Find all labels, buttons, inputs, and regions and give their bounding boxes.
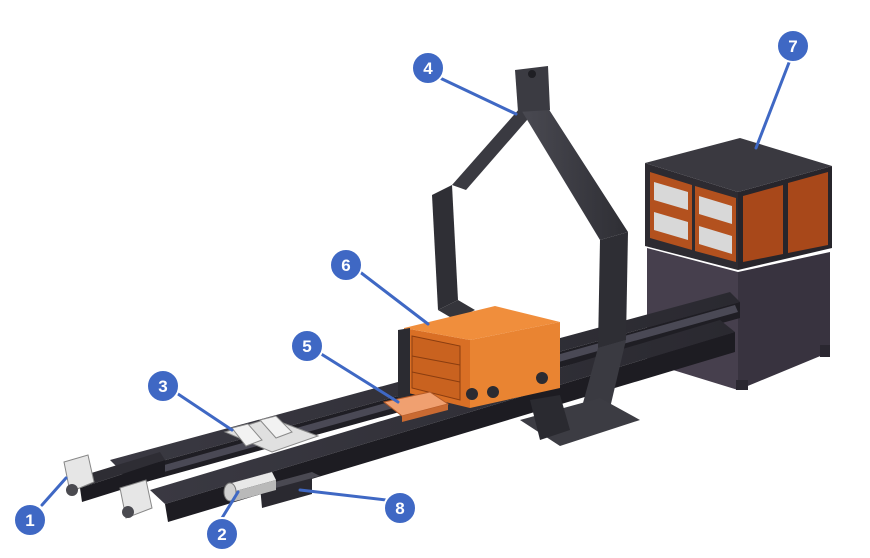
source-box-icon bbox=[398, 306, 560, 408]
callout-3: 3 bbox=[146, 369, 180, 403]
callout-3-label: 3 bbox=[158, 377, 167, 396]
callout-1: 1 bbox=[13, 503, 47, 537]
callout-7-label: 7 bbox=[788, 37, 797, 56]
callout-8-label: 8 bbox=[395, 499, 404, 518]
callout-5: 5 bbox=[290, 329, 324, 363]
part-holder-clamp-icon bbox=[223, 415, 320, 453]
tray-icon bbox=[382, 391, 450, 422]
callout-6-label: 6 bbox=[341, 256, 350, 275]
gantry-arch-icon bbox=[432, 66, 640, 446]
rail-end-clamp-icon bbox=[63, 454, 153, 519]
callout-7: 7 bbox=[776, 29, 810, 63]
callout-2: 2 bbox=[205, 517, 239, 551]
callout-4-label: 4 bbox=[423, 59, 433, 78]
callout-8: 8 bbox=[383, 491, 417, 525]
callout-4: 4 bbox=[411, 51, 445, 85]
callout-6: 6 bbox=[329, 248, 363, 282]
callout-2-label: 2 bbox=[217, 525, 226, 544]
drive-motor-icon bbox=[223, 472, 276, 502]
leader-lines bbox=[40, 58, 792, 520]
callout-1-label: 1 bbox=[25, 511, 34, 530]
callout-5-label: 5 bbox=[302, 337, 311, 356]
